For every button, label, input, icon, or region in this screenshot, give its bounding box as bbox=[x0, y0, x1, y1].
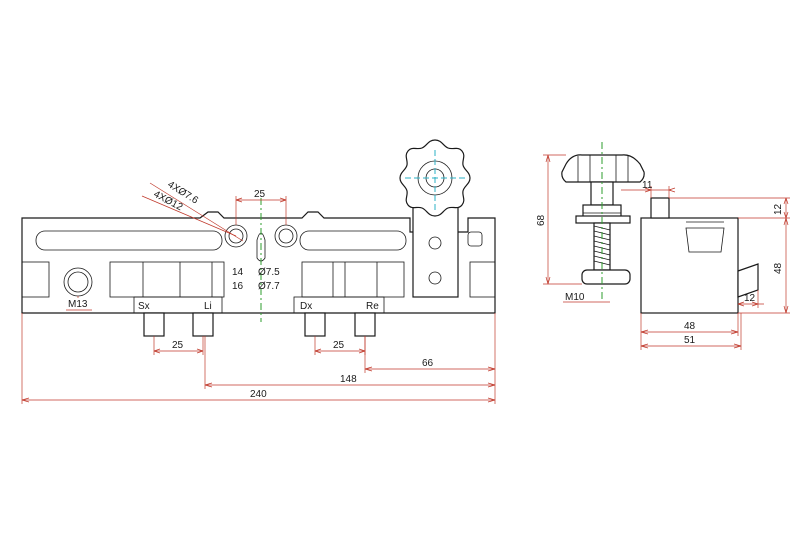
dim-25-left: 25 bbox=[172, 340, 184, 351]
arrows-51 bbox=[640, 343, 742, 349]
arrows-12-top bbox=[783, 197, 789, 219]
right-end-groove bbox=[469, 261, 496, 298]
dx-re-label-box bbox=[293, 296, 385, 314]
dim-12-small: 12 bbox=[744, 293, 756, 304]
left-end-groove bbox=[21, 261, 50, 298]
label-re: Re bbox=[366, 301, 379, 312]
table-row2-b: Ø7.7 bbox=[258, 281, 280, 292]
dim-148: 148 bbox=[340, 374, 357, 385]
arrows-68 bbox=[545, 154, 551, 285]
arrows-25-left bbox=[153, 348, 204, 354]
front-view bbox=[21, 139, 496, 337]
arrows-48-bottom bbox=[640, 329, 739, 335]
right-tool-block bbox=[301, 261, 405, 298]
leader-hole-b bbox=[141, 195, 237, 237]
dim-68: 68 bbox=[536, 214, 547, 226]
arrows-240 bbox=[21, 397, 496, 403]
bracket-hole-bottom bbox=[428, 271, 442, 285]
thread-m13-label: M13 bbox=[68, 299, 88, 310]
table-row1-a: 14 bbox=[232, 267, 244, 278]
side-dimensions: 68 M10 11 12 48 12 48 51 bbox=[536, 154, 790, 350]
dim-51: 51 bbox=[684, 335, 696, 346]
side-washer bbox=[575, 215, 631, 224]
dim-240: 240 bbox=[250, 389, 267, 400]
side-taper-slot bbox=[685, 227, 725, 253]
label-dx: Dx bbox=[300, 301, 312, 312]
arrows-25-top bbox=[235, 197, 287, 203]
hole-right-inner bbox=[278, 228, 294, 244]
center-keyhole bbox=[256, 232, 266, 262]
bracket-hole-top bbox=[428, 236, 442, 250]
leader-hole-a bbox=[149, 182, 244, 242]
arrows-12-small bbox=[737, 301, 759, 307]
pin-re bbox=[354, 312, 376, 337]
table-row1-b: Ø7.5 bbox=[258, 267, 280, 278]
side-knob bbox=[561, 154, 645, 183]
side-view bbox=[561, 142, 759, 314]
pin-dx bbox=[304, 312, 326, 337]
dim-25-top: 25 bbox=[254, 189, 266, 200]
side-body bbox=[640, 217, 739, 314]
label-li: Li bbox=[204, 301, 212, 312]
side-top-pin bbox=[650, 197, 670, 219]
main-bar-outline bbox=[21, 211, 496, 314]
sx-li-label-box bbox=[133, 296, 223, 314]
dim-66: 66 bbox=[422, 358, 434, 369]
hole-right-outer bbox=[274, 224, 298, 248]
arrows-48-side bbox=[783, 217, 789, 314]
table-row2-a: 16 bbox=[232, 281, 244, 292]
dim-48-side: 48 bbox=[773, 262, 784, 274]
hole-left-inner bbox=[228, 228, 244, 244]
dim-48-bottom: 48 bbox=[684, 321, 696, 332]
arrows-148 bbox=[204, 382, 496, 388]
front-view-text: Sx Li Dx Re 14 Ø7.5 16 Ø7.7 M13 bbox=[66, 267, 379, 312]
right-slot bbox=[299, 230, 407, 251]
pin-sx bbox=[143, 312, 165, 337]
left-slot bbox=[35, 230, 223, 251]
screw-foot bbox=[581, 269, 631, 285]
left-tool-block bbox=[109, 261, 225, 298]
dim-25-right: 25 bbox=[333, 340, 345, 351]
arrows-11 bbox=[644, 187, 676, 193]
arrows-25-right bbox=[314, 348, 366, 354]
pin-li bbox=[192, 312, 214, 337]
m13-thread-inner bbox=[67, 271, 89, 293]
dim-12-top: 12 bbox=[773, 203, 784, 215]
thread-m10-label: M10 bbox=[565, 292, 585, 303]
right-end-slot bbox=[467, 231, 483, 247]
arrows-66 bbox=[364, 366, 496, 372]
label-sx: Sx bbox=[138, 301, 150, 312]
dim-11: 11 bbox=[642, 180, 653, 191]
